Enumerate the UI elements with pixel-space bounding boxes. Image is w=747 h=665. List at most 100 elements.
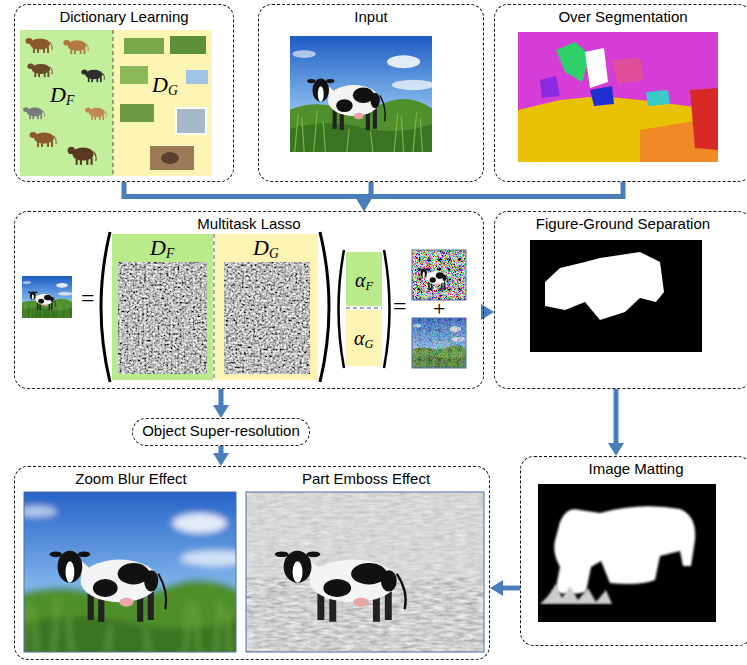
lasso-equation <box>346 310 382 366</box>
lasso-equation <box>112 234 213 380</box>
flow-arrow <box>356 182 623 211</box>
arrow-shaft <box>364 182 623 200</box>
lasso-equation <box>28 291 56 310</box>
subscript: F <box>66 93 74 108</box>
lasso-equation <box>412 250 466 300</box>
lasso-equation <box>22 232 467 382</box>
subscript: G <box>168 83 178 98</box>
emboss-photo <box>246 492 484 652</box>
flow-arrow <box>213 389 229 418</box>
lasso-equation <box>419 268 449 290</box>
subscript: G <box>269 246 279 261</box>
stage-box: Zoom Blur Effect Part Emboss Effect <box>14 466 490 660</box>
input-photo <box>290 36 434 152</box>
figure-ground-mask <box>530 240 702 352</box>
lasso-equation <box>384 250 390 368</box>
arrow-head <box>356 198 372 211</box>
segmentation-map <box>518 96 718 162</box>
dictionary-panels <box>20 30 113 176</box>
figure-ground-mask <box>530 240 702 352</box>
animal-atoms <box>85 107 106 120</box>
alpha-matte <box>554 506 695 594</box>
stage-box: Figure-Ground Separation <box>494 211 747 389</box>
arrow-head <box>490 580 503 596</box>
background-atoms <box>176 108 206 134</box>
arrow-shaft <box>219 389 224 407</box>
lasso-equation <box>22 276 73 318</box>
background-atoms <box>170 36 206 54</box>
segmentation-map <box>556 42 590 82</box>
alpha-matte <box>538 484 716 622</box>
math-operator: = <box>81 286 95 310</box>
lasso-equation <box>320 232 329 382</box>
input-photo <box>290 36 434 152</box>
animal-atoms <box>26 38 53 53</box>
arrow-head <box>356 198 372 211</box>
input-photo <box>307 79 385 131</box>
stage-title: Input <box>259 5 483 26</box>
matrix-symbol: DF <box>50 84 74 108</box>
segmentation-map <box>518 32 718 162</box>
lasso-equation <box>214 234 215 380</box>
segmentation-map <box>612 58 644 84</box>
background-atoms <box>161 152 179 164</box>
matrix-symbol: DG <box>253 237 279 261</box>
arrow-head <box>608 443 624 456</box>
stage-title: Over Segmentation <box>495 5 747 26</box>
subscript: F <box>166 246 174 261</box>
lasso-equation <box>412 250 466 300</box>
arrow-head <box>213 453 229 466</box>
dictionary-panels <box>20 30 212 176</box>
emboss-photo <box>246 492 484 652</box>
lasso-equation <box>346 308 382 309</box>
stage-title: Dictionary Learning <box>15 5 233 26</box>
flow-arrow <box>490 580 520 596</box>
background-atoms <box>120 104 154 122</box>
dictionary-panels <box>113 30 212 176</box>
segmentation-map <box>540 76 560 98</box>
stage-box: Object Super-resolution <box>132 418 310 446</box>
flow-arrow <box>213 446 229 466</box>
arrow-shaft <box>124 182 364 200</box>
stage-title: Multitask Lasso <box>15 212 483 233</box>
stage-title: Figure-Ground Separation <box>495 212 747 233</box>
stage-box: Over Segmentation <box>494 4 747 182</box>
segmentation-map <box>518 32 718 162</box>
lasso-equation <box>118 262 207 374</box>
flow-arrow <box>608 389 624 456</box>
matrix-symbol: DF <box>150 237 174 261</box>
subscript: F <box>366 279 374 293</box>
animal-atoms <box>81 69 104 82</box>
segmentation-map <box>585 48 608 88</box>
lasso-equation <box>412 318 466 368</box>
lasso-equation <box>412 318 466 368</box>
stage-box: Input <box>258 4 484 182</box>
figure-ground-mask <box>545 252 664 320</box>
stage-title: Zoom Blur Effect <box>25 467 237 488</box>
animal-atoms <box>68 147 97 165</box>
stage-title: Image Matting <box>521 457 747 478</box>
lasso-equation <box>215 234 318 380</box>
arrow-head <box>356 198 372 211</box>
zoom-blur-photo <box>24 492 236 652</box>
matrix-symbol: αG <box>354 328 373 351</box>
animal-atoms <box>27 64 52 78</box>
zoom-blur-photo <box>14 484 250 660</box>
lasso-equation <box>101 232 110 382</box>
arrow-head <box>481 304 494 320</box>
background-atoms <box>186 70 208 84</box>
zoom-blur-photo <box>24 492 236 652</box>
dictionary-panels <box>113 30 114 176</box>
animal-atoms <box>30 132 57 147</box>
animal-atoms <box>23 38 106 165</box>
background-atoms <box>120 36 208 170</box>
background-atoms <box>124 38 164 54</box>
math-operator: = <box>393 294 407 318</box>
zoom-blur-photo <box>50 551 167 622</box>
subscript: G <box>365 337 374 351</box>
segmentation-map <box>646 90 670 106</box>
alpha-matte <box>540 584 612 604</box>
stage-title: Part Emboss Effect <box>247 467 485 488</box>
